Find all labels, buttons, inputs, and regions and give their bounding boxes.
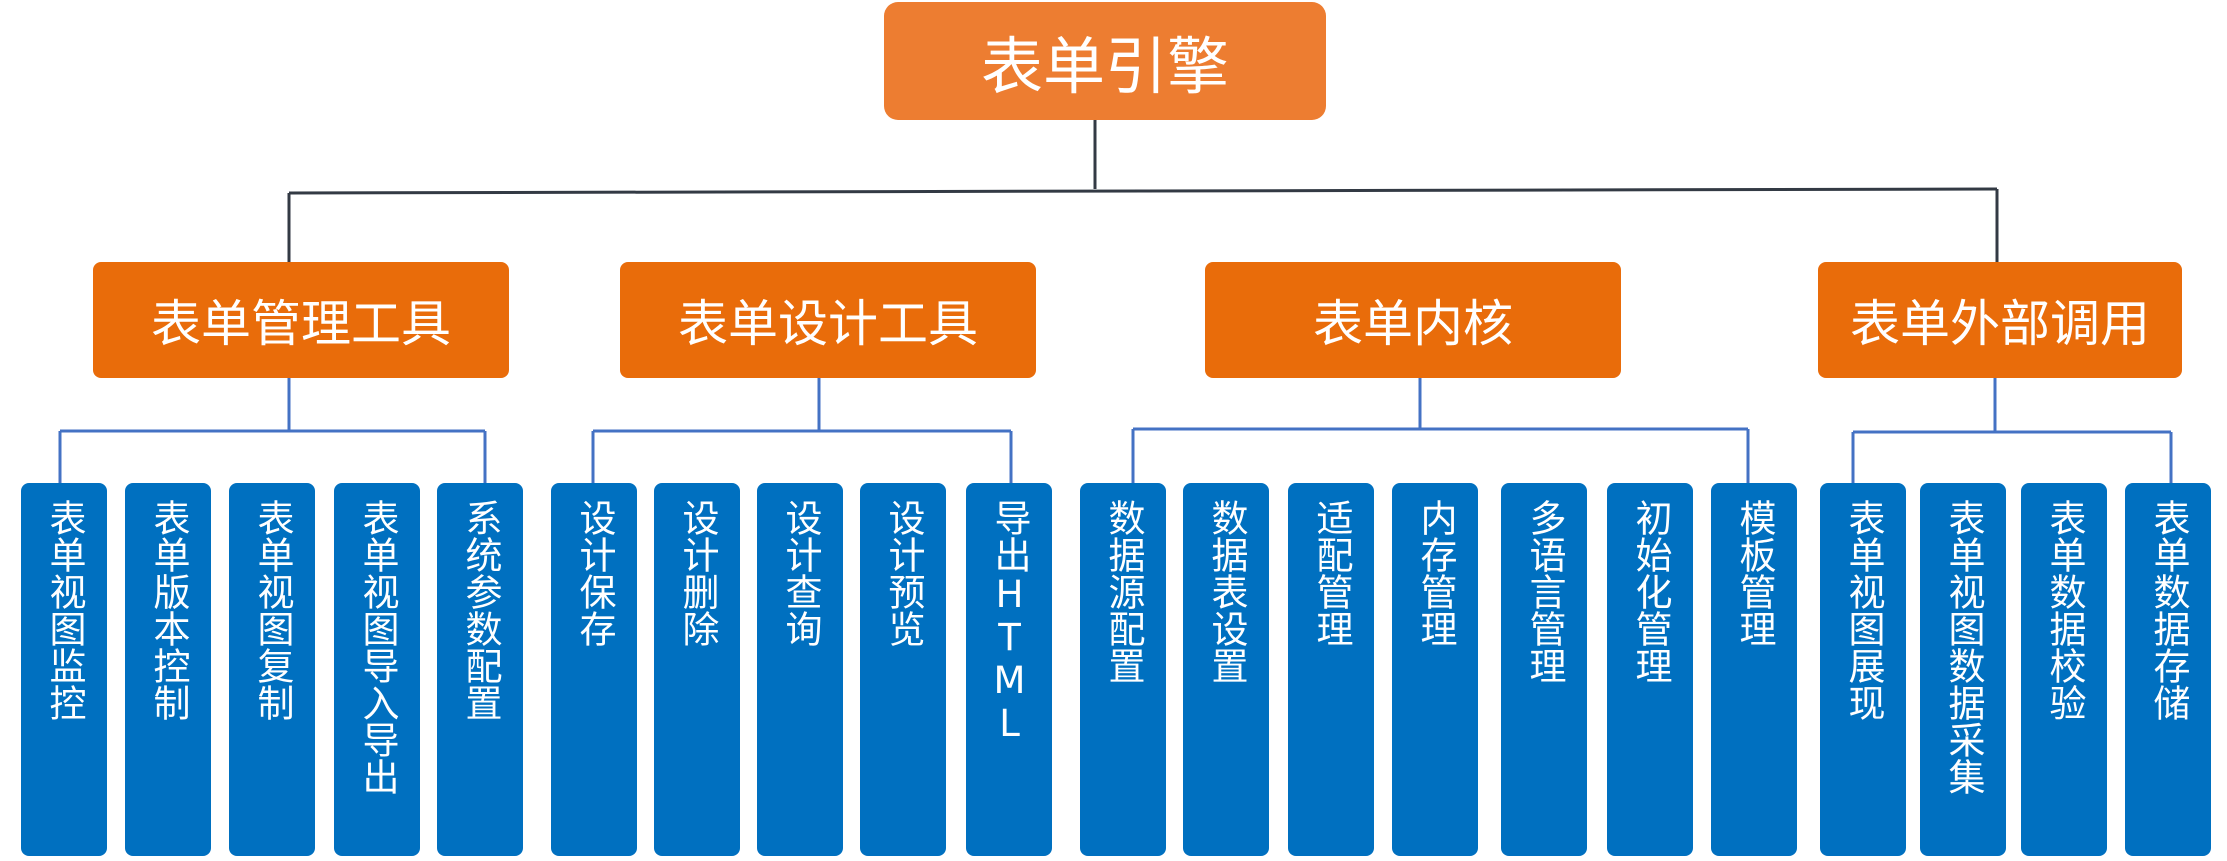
leaf-node: 初始化管理 [1607, 483, 1693, 856]
leaf-label: 数据表设置 [1205, 499, 1248, 684]
leaf-label: 多语言管理 [1523, 499, 1566, 684]
leaf-label: 表单版本控制 [147, 499, 190, 721]
leaf-node: 设计预览 [860, 483, 946, 856]
leaf-node: 表单数据存储 [2125, 483, 2211, 856]
leaf-label: 设计查询 [779, 499, 822, 647]
root-bus-line [288, 187, 1998, 195]
root-node-label: 表单引擎 [980, 30, 1229, 103]
leaf-node: 设计删除 [654, 483, 740, 856]
leaf-label: 数据源配置 [1102, 499, 1145, 684]
category-label: 表单内核 [1313, 295, 1513, 353]
leaf-label: 设计预览 [882, 499, 925, 647]
leaf-node: 表单视图展现 [1820, 483, 1906, 856]
leaf-label: 适配管理 [1310, 499, 1353, 647]
leaf-node: 设计查询 [757, 483, 843, 856]
leaf-node: 系统参数配置 [437, 483, 523, 856]
category-node-3: 表单外部调用 [1818, 262, 2182, 378]
category-node-1: 表单设计工具 [620, 262, 1036, 378]
category-label: 表单管理工具 [151, 295, 451, 353]
category-node-0: 表单管理工具 [93, 262, 509, 378]
leaf-node: 模板管理 [1711, 483, 1797, 856]
leaf-node: 表单版本控制 [125, 483, 211, 856]
leaf-node: 表单视图复制 [229, 483, 315, 856]
leaf-node: 表单视图监控 [21, 483, 107, 856]
leaf-node: 导出HTML [966, 483, 1052, 856]
leaf-label: 内存管理 [1414, 499, 1457, 647]
leaf-label: 表单数据存储 [2147, 499, 2190, 721]
leaf-node: 适配管理 [1288, 483, 1374, 856]
leaf-node: 多语言管理 [1501, 483, 1587, 856]
leaf-label: 表单视图监控 [43, 499, 86, 721]
leaf-label: 表单数据校验 [2043, 499, 2086, 721]
leaf-node: 表单数据校验 [2021, 483, 2107, 856]
category-label: 表单外部调用 [1850, 295, 2150, 353]
leaf-label: 表单视图复制 [251, 499, 294, 721]
leaf-label: 表单视图数据采集 [1942, 499, 1985, 795]
leaf-label: 初始化管理 [1629, 499, 1672, 684]
leaf-node: 内存管理 [1392, 483, 1478, 856]
category-label: 表单设计工具 [678, 295, 978, 353]
leaf-node: 表单视图数据采集 [1920, 483, 2006, 856]
leaf-node: 数据源配置 [1080, 483, 1166, 856]
leaf-node: 设计保存 [551, 483, 637, 856]
leaf-label: 设计删除 [676, 499, 719, 647]
category-node-2: 表单内核 [1205, 262, 1621, 378]
leaf-node: 数据表设置 [1183, 483, 1269, 856]
leaf-label: 模板管理 [1733, 499, 1776, 647]
leaf-label: 系统参数配置 [459, 499, 502, 721]
leaf-label: 设计保存 [573, 499, 616, 647]
leaf-label: 表单视图展现 [1842, 499, 1885, 721]
leaf-label: 表单视图导入导出 [356, 499, 399, 795]
leaf-node: 表单视图导入导出 [334, 483, 420, 856]
leaf-label: 导出HTML [988, 499, 1031, 745]
root-node: 表单引擎 [884, 2, 1326, 120]
